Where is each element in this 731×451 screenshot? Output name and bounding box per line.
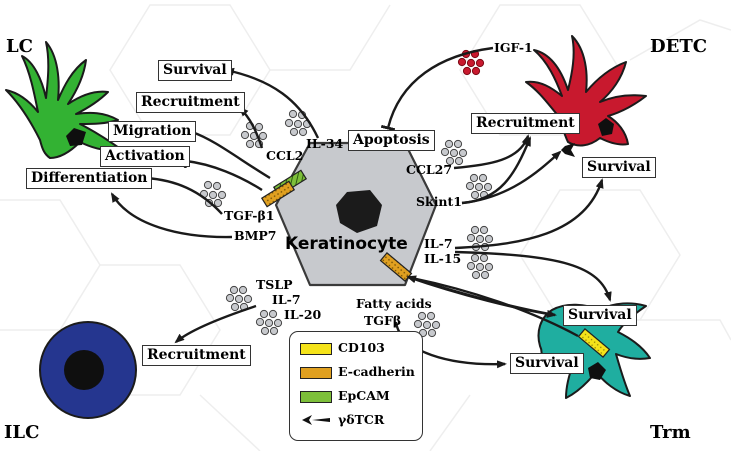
gdtcr-receptor-detc xyxy=(561,143,575,157)
mediator-ccl2: CCL2 xyxy=(266,148,304,163)
legend-label-gdtcr: γδTCR xyxy=(338,412,385,427)
mediator-fatty-acids: Fatty acids xyxy=(356,296,432,311)
mediator-skint1: Skint1 xyxy=(416,194,462,209)
lc-cell xyxy=(5,41,123,159)
legend-label-cd103: CD103 xyxy=(338,340,385,355)
mediator-bmp7: BMP7 xyxy=(234,228,277,243)
cell-label-detc: DETC xyxy=(650,36,708,57)
effect-recruitment-ilc: Recruitment xyxy=(142,345,251,366)
effect-recruitment-lc: Recruitment xyxy=(136,92,245,113)
legend-item-cd103: CD103 xyxy=(300,340,420,356)
trm-nucleus xyxy=(588,362,606,380)
effect-survival-lc: Survival xyxy=(158,60,232,81)
mediator-tslp: TSLP xyxy=(256,277,293,292)
mediator-ccl27: CCL27 xyxy=(406,162,453,177)
effect-survival-trm-lower: Survival xyxy=(510,353,584,374)
legend-item-ecadherin: E-cadherin xyxy=(300,364,420,380)
mediator-il34: IL-34 xyxy=(306,136,344,151)
lc-nucleus xyxy=(66,128,86,146)
legend-swatch-epcam xyxy=(300,391,332,403)
effect-apoptosis: Apoptosis xyxy=(348,130,435,151)
cd103-receptor-trm xyxy=(577,328,611,358)
legend-swatch-ecadherin xyxy=(300,367,332,379)
mediator-il20: IL-20 xyxy=(284,307,322,322)
effect-activation: Activation xyxy=(100,146,190,167)
cell-label-keratinocyte: Keratinocyte xyxy=(285,234,408,254)
mediator-il15: IL-15 xyxy=(424,251,462,266)
detc-nucleus xyxy=(598,118,614,136)
effect-recruitment-detc: Recruitment xyxy=(471,113,580,134)
cell-label-lc: LC xyxy=(6,36,33,57)
legend-label-ecadherin: E-cadherin xyxy=(338,364,415,379)
vesicle-clusters xyxy=(199,109,494,338)
legend-swatch-gdtcr xyxy=(302,415,330,425)
mediator-il7-right: IL-7 xyxy=(424,236,453,251)
mediator-il7-left: IL-7 xyxy=(272,292,301,307)
effect-survival-detc: Survival xyxy=(582,157,656,178)
effect-differentiation: Differentiation xyxy=(26,168,153,189)
legend: CD103 E-cadherin EpCAM γδTCR xyxy=(289,331,423,441)
mediator-tgfb: TGFβ xyxy=(364,313,402,328)
mediator-tgfb1: TGF-β1 xyxy=(224,208,275,223)
cell-label-ilc: ILC xyxy=(4,422,40,443)
legend-item-gdtcr: γδTCR xyxy=(300,412,420,428)
mediator-igf1: IGF-1 xyxy=(494,40,533,55)
legend-item-epcam: EpCAM xyxy=(300,388,420,404)
ilc-nucleus xyxy=(64,350,104,390)
detc-cell xyxy=(525,35,647,147)
keratinocyte-nucleus xyxy=(336,190,382,233)
ecadherin-receptor-left xyxy=(260,180,296,208)
effect-migration: Migration xyxy=(108,121,197,142)
legend-swatch-cd103 xyxy=(300,343,332,355)
effect-survival-trm-upper: Survival xyxy=(563,305,637,326)
legend-label-epcam: EpCAM xyxy=(338,388,390,403)
cell-label-trm: Trm xyxy=(650,422,691,443)
